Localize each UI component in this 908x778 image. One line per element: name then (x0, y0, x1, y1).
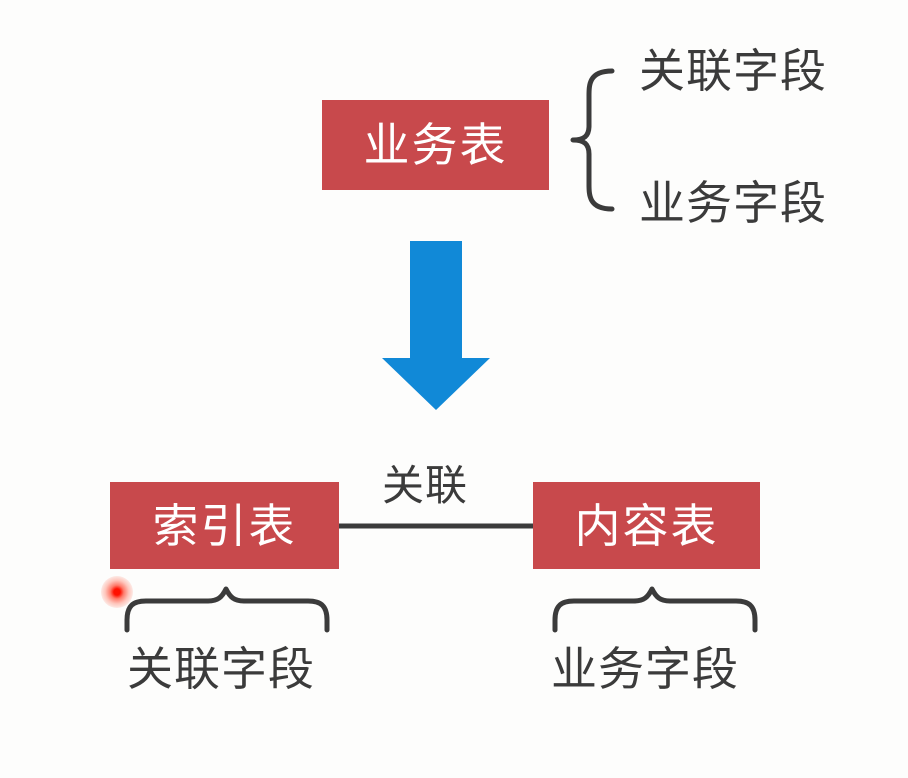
bottom-right-brace-icon (552, 586, 758, 633)
index-table-label: 索引表 (152, 498, 297, 553)
top-business-field-label: 业务字段 (639, 176, 827, 230)
content-table-label: 内容表 (574, 498, 719, 553)
top-brace-icon (570, 68, 615, 212)
business-table-label: 业务表 (363, 118, 508, 172)
business-table-box[interactable]: 业务表 (322, 100, 549, 190)
content-table-box[interactable]: 内容表 (533, 482, 760, 569)
index-table-box[interactable]: 索引表 (110, 482, 339, 569)
bottom-business-field-label: 业务字段 (551, 642, 739, 696)
relation-label: 关联 (382, 461, 469, 510)
bottom-association-field-label: 关联字段 (127, 642, 315, 696)
down-arrow-icon (382, 241, 490, 410)
bottom-left-brace-icon (124, 586, 330, 633)
top-association-field-label: 关联字段 (639, 44, 827, 98)
click-indicator-icon (101, 576, 133, 608)
